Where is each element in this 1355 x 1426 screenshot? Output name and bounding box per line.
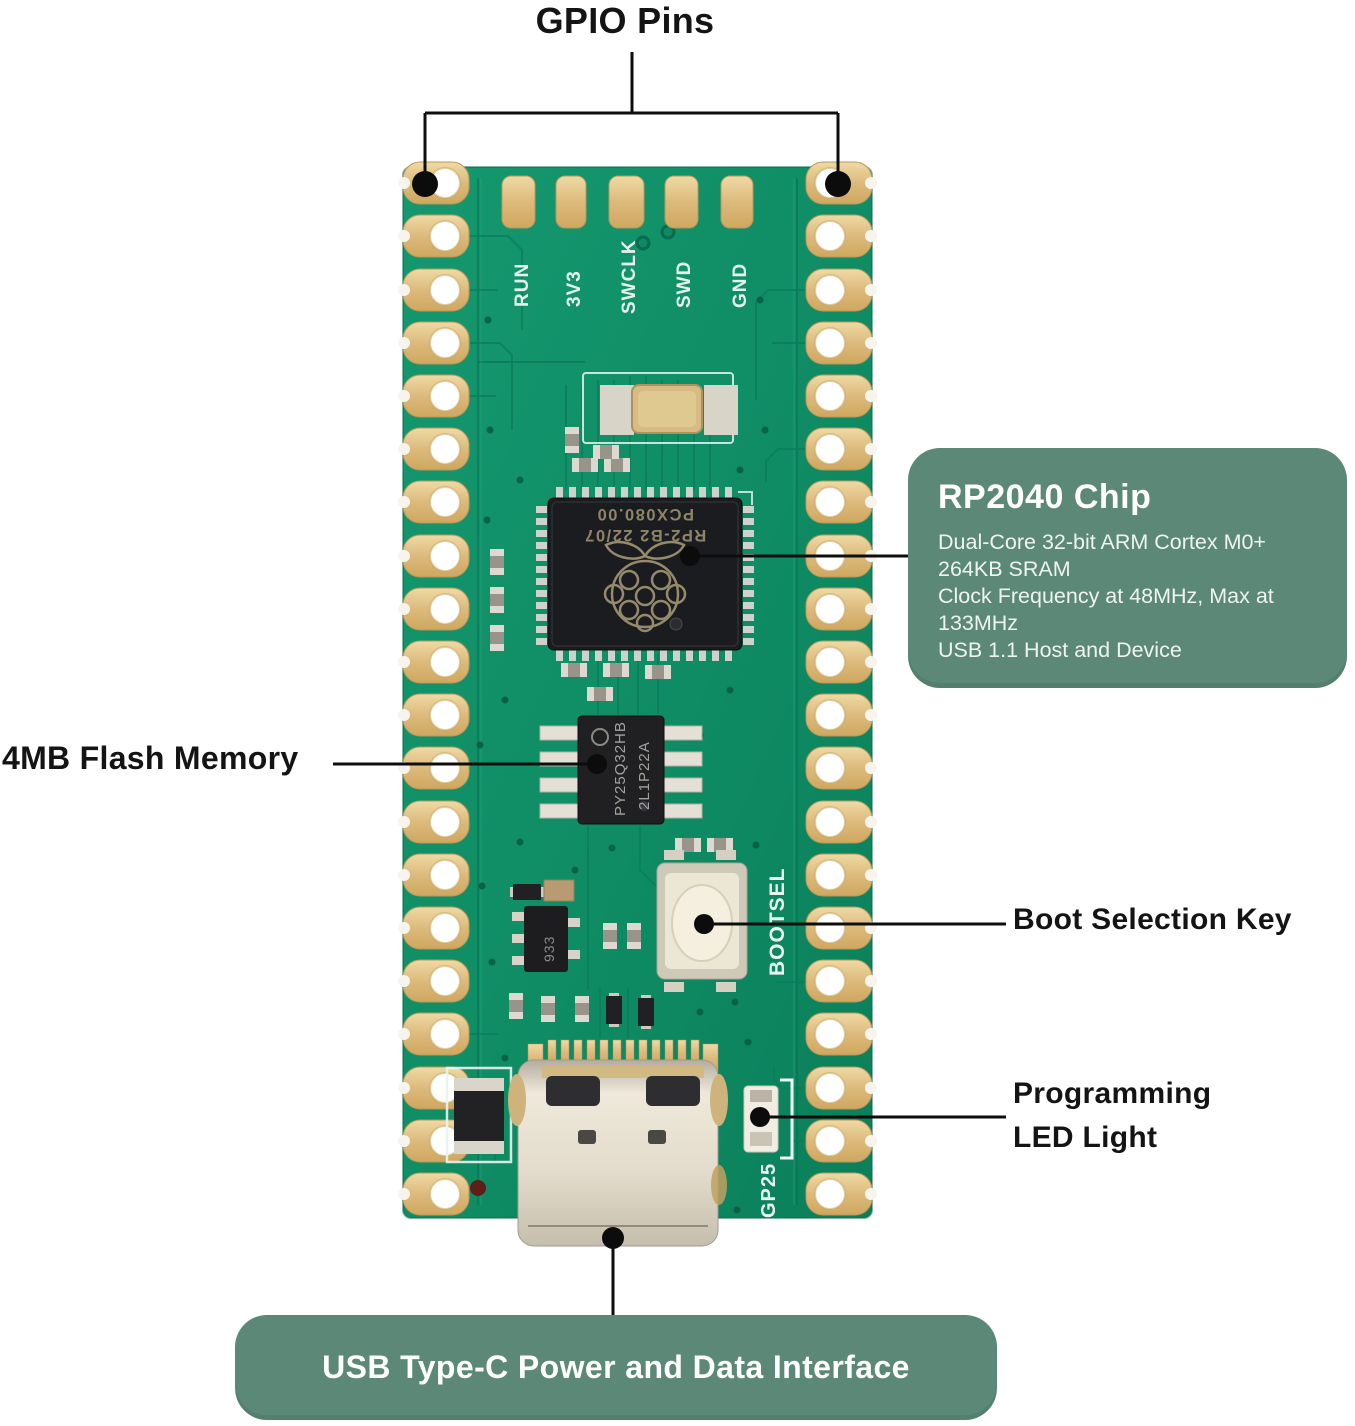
pad-label-3v3: 3V3 xyxy=(564,270,585,307)
debug-pads xyxy=(501,175,754,229)
pad-label-swclk: SWCLK xyxy=(619,239,640,314)
pad-label-run: RUN xyxy=(512,263,533,307)
rp2040-spec-clock: Clock Frequency at 48MHz, Max at 133MHz xyxy=(938,584,1274,635)
flash-chip: PY25Q32HB 2L1P22A xyxy=(539,715,703,825)
smd-passives xyxy=(490,427,733,1029)
regulator-marking: 933 xyxy=(541,936,557,962)
pad-label-gnd: GND xyxy=(730,263,751,308)
programming-led-label-line1: Programming xyxy=(1013,1077,1212,1110)
programming-led-label: Programming LED Light xyxy=(1013,1072,1211,1160)
flash-marking-line1: PY25Q32HB xyxy=(612,721,629,816)
flash-marking-line2: 2L1P22A xyxy=(636,741,653,810)
pad-label-swd: SWD xyxy=(674,261,695,308)
raspberry-logo-icon xyxy=(603,540,687,633)
rp2040-chip: RP2-B2 22/07 PCX080.00 xyxy=(536,487,754,661)
rp2040-callout-title: RP2040 Chip xyxy=(938,478,1152,516)
rp2040-callout-box: RP2040 Chip Dual-Core 32-bit ARM Cortex … xyxy=(908,448,1347,688)
regulator-chip: 933 xyxy=(512,906,580,972)
rp2040-marking-line1: RP2-B2 22/07 xyxy=(584,526,707,544)
usb-c-connector[interactable] xyxy=(508,1039,728,1247)
gpio-pins-label: GPIO Pins xyxy=(535,0,715,41)
diode xyxy=(445,1066,513,1164)
usb-callout-label: USB Type-C Power and Data Interface xyxy=(322,1349,910,1385)
led-gpio-label: GP25 xyxy=(758,1163,780,1218)
debug-pad-labels: RUN 3V3 SWCLK SWD GND xyxy=(512,239,751,314)
programming-led-label-line2: LED Light xyxy=(1013,1121,1158,1154)
flash-memory-label: 4MB Flash Memory xyxy=(2,740,299,776)
usb-callout-box: USB Type-C Power and Data Interface xyxy=(235,1315,997,1420)
rp2040-marking-line2: PCX080.00 xyxy=(596,505,694,523)
rp2040-spec-usb: USB 1.1 Host and Device xyxy=(938,638,1182,662)
bootsel-label: BOOTSEL xyxy=(766,867,789,976)
pcb-board: RUN 3V3 SWCLK SWD GND xyxy=(397,161,878,1247)
callout-lines xyxy=(333,52,1006,1315)
fiducial-dot xyxy=(470,1180,486,1196)
crystal-oscillator xyxy=(582,372,738,444)
rp2040-callout-specs: Dual-Core 32-bit ARM Cortex M0+ 264KB SR… xyxy=(938,529,1317,664)
rp2040-spec-cores: Dual-Core 32-bit ARM Cortex M0+ xyxy=(938,530,1266,554)
boot-selection-label: Boot Selection Key xyxy=(1013,903,1292,936)
rp2040-spec-sram: 264KB SRAM xyxy=(938,557,1071,581)
callout-dots xyxy=(412,171,851,1249)
